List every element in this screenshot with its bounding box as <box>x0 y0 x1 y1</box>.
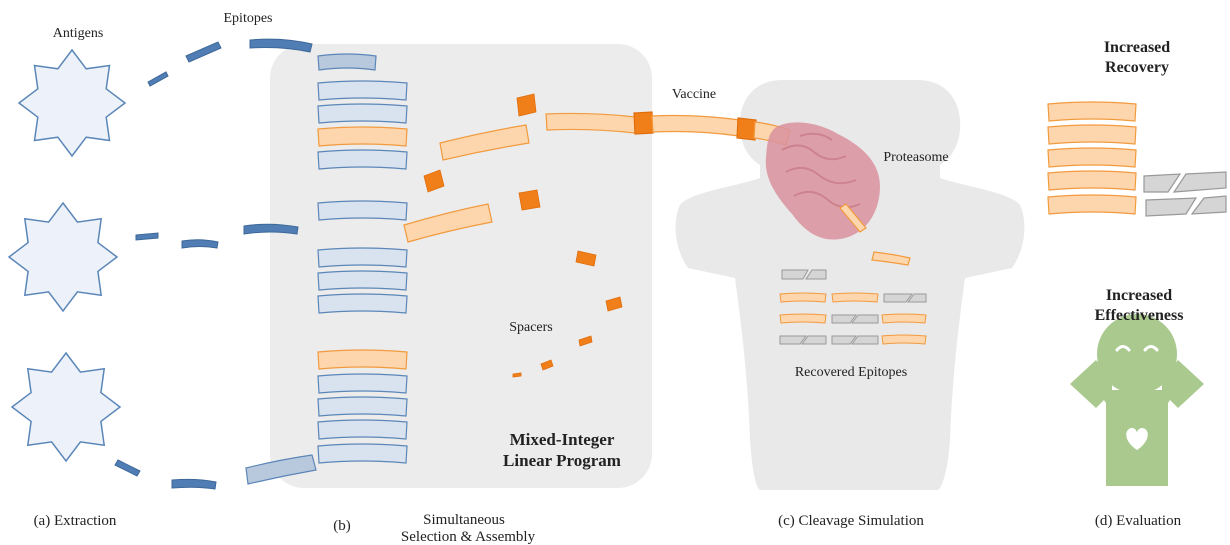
spacer <box>519 190 540 210</box>
epitope-fragment <box>172 479 216 489</box>
recovery-block-gray <box>1146 198 1196 216</box>
recovery-block-orange <box>1048 171 1136 190</box>
vaccine-spacer <box>737 118 756 140</box>
epitope-block <box>318 350 407 369</box>
recovered-orange <box>882 335 926 344</box>
epitope-block <box>318 374 407 393</box>
antigens-label: Antigens <box>53 26 104 41</box>
caption-b-letter: (b) <box>333 518 351 534</box>
person-head <box>1097 314 1177 394</box>
recovery-block-gray <box>1192 196 1226 214</box>
increased-effectiveness-line1: Increased <box>1106 287 1172 304</box>
antigen-shape-2 <box>9 203 117 311</box>
epitope-block <box>318 81 407 100</box>
spacer <box>517 94 536 116</box>
spacers-label: Spacers <box>509 320 553 335</box>
recovery-block-orange <box>1048 195 1136 214</box>
vaccine-label: Vaccine <box>672 87 716 102</box>
epitope-block <box>318 294 407 313</box>
increased-recovery-line2: Recovery <box>1105 59 1169 76</box>
caption-b-line2: Selection & Assembly <box>401 529 536 545</box>
recovered-orange <box>882 314 926 323</box>
increased-effectiveness-line2: Effectiveness <box>1095 307 1184 324</box>
caption-d: (d) Evaluation <box>1095 513 1182 529</box>
epitope-block <box>318 54 376 70</box>
vaccine-spacer <box>634 112 653 134</box>
caption-c: (c) Cleavage Simulation <box>778 513 924 529</box>
vaccine-segment <box>652 116 740 137</box>
recovered-orange <box>832 293 878 302</box>
recovered-gray <box>782 270 808 279</box>
recovery-block-orange <box>1048 125 1136 144</box>
vaccine-segment <box>546 113 636 133</box>
epitope-fragment <box>115 460 140 476</box>
epitope-block <box>318 420 407 439</box>
recovered-orange <box>780 314 826 323</box>
recovery-block-orange <box>1048 148 1136 167</box>
caption-b-line1: Simultaneous <box>423 512 505 528</box>
epitopes-label: Epitopes <box>224 11 273 26</box>
epitope-fragment <box>136 233 158 240</box>
epitope-block <box>318 444 407 463</box>
epitope-block <box>318 150 407 169</box>
happy-person-icon <box>1070 314 1204 486</box>
milp-title-line2: Linear Program <box>503 451 621 470</box>
recovery-block-gray <box>1144 174 1180 192</box>
epitope-block <box>318 271 407 290</box>
epitope-block <box>318 248 407 267</box>
epitope-block <box>318 127 407 146</box>
increased-recovery-line1: Increased <box>1104 39 1170 56</box>
epitope-block <box>318 397 407 416</box>
epitope-stack <box>318 54 407 463</box>
epitope-fragment <box>148 72 168 86</box>
recovery-block-gray <box>1174 172 1226 192</box>
antigen-shape-1 <box>19 50 125 156</box>
proteasome-label: Proteasome <box>883 150 948 165</box>
recovery-stack <box>1048 102 1226 216</box>
epitope-fragment <box>182 240 218 248</box>
milp-title-line1: Mixed-Integer <box>510 430 615 449</box>
epitope-block <box>318 104 407 123</box>
antigen-shape-3 <box>12 353 120 461</box>
caption-a: (a) Extraction <box>34 513 117 529</box>
recovered-orange <box>780 293 826 302</box>
recovered-epitopes-label: Recovered Epitopes <box>795 365 907 380</box>
epitope-block <box>318 201 407 220</box>
epitope-fragment <box>250 39 312 52</box>
recovery-block-orange <box>1048 102 1136 121</box>
spacer <box>513 373 521 377</box>
epitope-fragment <box>186 42 221 62</box>
